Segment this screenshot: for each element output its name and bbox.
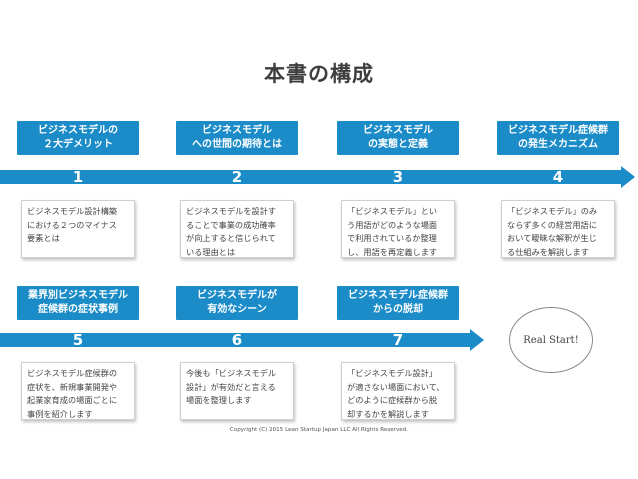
step-2-header-line-2: への世間の期待とは xyxy=(192,139,282,150)
step-6-card: 今後も「ビジネスモデル 設計」が有効だと言える 場面を整理します xyxy=(180,362,294,420)
step-3-header-line-2: の実態と定義 xyxy=(368,139,428,150)
step-2-header-line-1: ビジネスモデル xyxy=(202,125,272,136)
flow-band-1 xyxy=(0,170,621,184)
flow-arrow-1-icon xyxy=(621,166,635,188)
real-start-circle: Real Start! xyxy=(509,307,593,373)
step-2-header: ビジネスモデル への世間の期待とは xyxy=(176,121,298,155)
step-7-card-line-3: どのように症候群から脱 xyxy=(347,395,438,405)
step-2-card-line-1: ビジネスモデルを設計す xyxy=(186,206,277,216)
step-2-number: 2 xyxy=(231,168,243,186)
step-3-card: 「ビジネスモデル」とい う用語がどのような場面 で利用されているか整理 し、用語… xyxy=(341,200,455,258)
step-2-card: ビジネスモデルを設計す ることで事業の成功確率 が向上すると信じられて いる理由… xyxy=(180,200,294,258)
step-5-card: ビジネスモデル症候群の 症状を、新規事業開発や 起業家育成の場面ごとに 事例を紹… xyxy=(21,362,135,420)
step-3-card-line-1: 「ビジネスモデル」とい xyxy=(347,206,438,216)
step-7-number: 7 xyxy=(392,331,404,349)
step-5-card-line-4: 事例を紹介します xyxy=(27,408,93,419)
step-6-card-line-2: 設計」が有効だと言える xyxy=(186,381,276,392)
step-6-header: ビジネスモデルが 有効なシーン xyxy=(176,286,298,320)
step-4-card-line-2: ならず多くの経営用語に xyxy=(507,219,597,230)
flow-band-2 xyxy=(0,333,470,347)
step-5-card-line-2: 症状を、新規事業開発や xyxy=(27,381,118,392)
step-4-card-line-1: 「ビジネスモデル」のみ xyxy=(507,206,598,216)
step-6-card-line-1: 今後も「ビジネスモデル xyxy=(186,368,277,378)
step-1-card: ビジネスモデル設計構築 における２つのマイナス 要素とは xyxy=(21,200,135,258)
step-5-header: 業界別ビジネスモデル 症候群の症状事例 xyxy=(17,286,139,320)
copyright-footer: Copyright (C) 2015 Lean Startup Japan LL… xyxy=(229,427,409,433)
step-5-header-line-2: 症候群の症状事例 xyxy=(38,304,118,315)
step-7-header-line-1: ビジネスモデル症候群 xyxy=(348,290,448,301)
flow-arrow-2-icon xyxy=(470,329,484,351)
step-7-header: ビジネスモデル症候群 からの脱却 xyxy=(337,286,459,320)
step-4-card-line-3: おいて曖昧な解釈が生じ xyxy=(507,233,597,243)
step-5-card-line-3: 起業家育成の場面ごとに xyxy=(27,395,118,405)
step-5-header-line-1: 業界別ビジネスモデル xyxy=(28,290,128,301)
step-1-card-line-3: 要素とは xyxy=(27,233,60,243)
step-6-header-line-1: ビジネスモデルが xyxy=(197,290,277,301)
step-2-card-line-3: が向上すると信じられて xyxy=(186,233,276,243)
step-6-card-line-3: 場面を整理します xyxy=(186,395,252,405)
step-4-header: ビジネスモデル症候群 の発生メカニズム xyxy=(497,121,619,155)
step-1-card-line-1: ビジネスモデル設計構築 xyxy=(27,206,118,216)
real-start-label: Real Start! xyxy=(523,334,579,346)
step-3-number: 3 xyxy=(392,168,404,186)
step-7-card-line-1: 「ビジネスモデル設計」 xyxy=(347,368,438,378)
step-5-card-line-1: ビジネスモデル症候群の xyxy=(27,368,118,378)
step-7-header-line-2: からの脱却 xyxy=(373,304,423,315)
step-3-card-line-2: う用語がどのような場面 xyxy=(347,219,438,230)
step-1-header-line-1: ビジネスモデルの xyxy=(38,125,118,136)
step-1-header: ビジネスモデルの ２大デメリット xyxy=(17,121,139,155)
step-1-card-line-2: における２つのマイナス xyxy=(27,219,117,230)
step-7-card-line-2: が適さない場面において、 xyxy=(347,381,445,392)
step-6-number: 6 xyxy=(231,331,243,349)
step-2-card-line-2: ることで事業の成功確率 xyxy=(186,219,276,230)
step-7-card: 「ビジネスモデル設計」 が適さない場面において、 どのように症候群から脱 却する… xyxy=(341,362,455,420)
step-5-number: 5 xyxy=(72,331,84,349)
step-4-number: 4 xyxy=(552,168,564,186)
step-4-card: 「ビジネスモデル」のみ ならず多くの経営用語に おいて曖昧な解釈が生じ る仕組み… xyxy=(501,200,615,258)
step-1-header-line-2: ２大デメリット xyxy=(43,139,113,150)
step-7-card-line-4: 却するかを解説します xyxy=(347,408,429,419)
step-2-card-line-4: いる理由とは xyxy=(186,246,236,257)
step-4-card-line-4: る仕組みを解説します xyxy=(507,246,589,257)
step-3-header: ビジネスモデル の実態と定義 xyxy=(337,121,459,155)
step-3-card-line-3: で利用されているか整理 xyxy=(347,233,437,243)
step-1-number: 1 xyxy=(72,168,84,186)
step-6-header-line-2: 有効なシーン xyxy=(207,304,267,315)
step-4-header-line-2: の発生メカニズム xyxy=(518,139,598,150)
step-3-card-line-4: し、用語を再定義します xyxy=(347,246,438,257)
page-title: 本書の構成 xyxy=(264,62,374,86)
step-3-header-line-1: ビジネスモデル xyxy=(363,125,433,136)
step-4-header-line-1: ビジネスモデル症候群 xyxy=(508,125,608,136)
